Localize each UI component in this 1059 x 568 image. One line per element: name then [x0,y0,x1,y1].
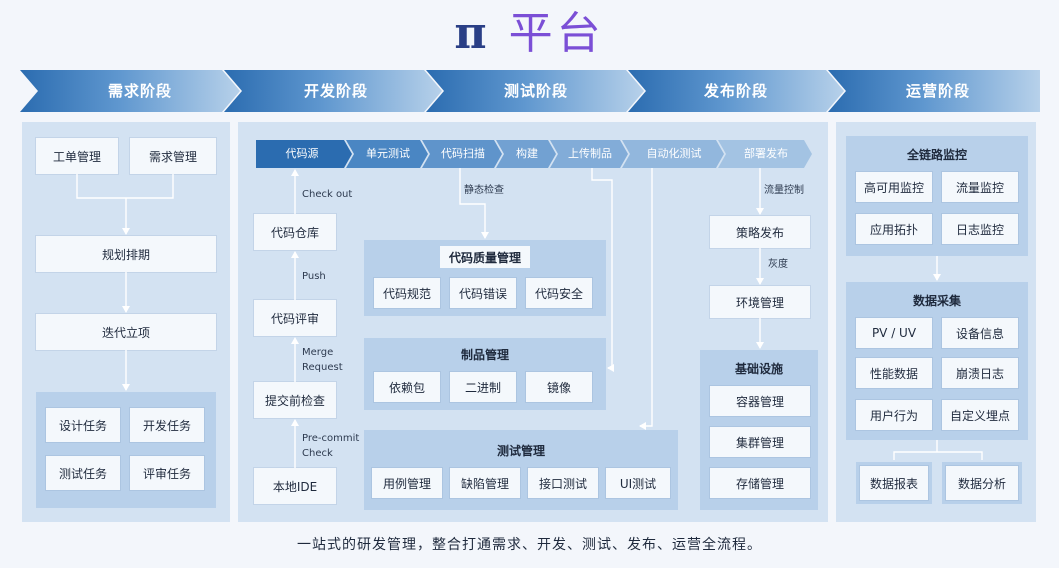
code-repo-box: 代码仓库 [254,214,336,250]
stage-chevron-testing [426,70,644,112]
pipeline-chevron-upload [550,140,628,168]
pipeline-deploy: 部署发布 [744,147,788,160]
code-quality-title: 代码质量管理 [440,246,530,268]
pipeline-unit-test: 单元测试 [366,147,410,160]
test-management-title: 测试管理 [496,444,545,458]
code-error-box: 代码错误 [450,278,516,308]
pipeline-build: 构建 [516,147,538,160]
checkout-label: Check out [302,189,353,200]
pipeline-chevron-scan [422,140,502,168]
user-behavior-box: 用户行为 [856,400,932,430]
stage-label-requirements: 需求阶段 [107,82,172,100]
environment-box: 环境管理 [710,286,810,318]
stage-label-development: 开发阶段 [303,82,368,100]
data-report-box: 数据报表 [860,466,928,500]
design-task-box: 设计任务 [46,408,120,442]
push-label: Push [302,271,326,282]
gray-release-label: 灰度 [768,259,788,270]
dependency-box: 依赖包 [374,372,440,402]
review-task-box: 评审任务 [130,456,204,490]
data-analysis-box: 数据分析 [946,466,1018,500]
device-info-box: 设备信息 [942,318,1018,348]
pipeline-code-scan: 代码扫描 [441,147,485,160]
work-order-box: 工单管理 [36,138,118,174]
title-pi: π [454,8,491,59]
pipeline-chevron-unit-test [346,140,428,168]
page-title: π 平台 [0,4,1059,64]
stage-label-testing: 测试阶段 [503,82,568,100]
defect-box: 缺陷管理 [450,468,520,498]
request-label: Request [302,362,343,373]
app-topology-box: 应用拓扑 [856,214,932,244]
stage-chevron-operations [828,70,1040,112]
precommit-box: 提交前检查 [254,382,336,418]
traffic-monitor-box: 流量监控 [942,172,1018,202]
traffic-control-label: 流量控制 [764,185,804,196]
api-test-box: 接口测试 [528,468,598,498]
precommit-check-label-1: Pre-commit [302,433,360,444]
stage-label-operations: 运营阶段 [905,82,970,100]
dev-task-box: 开发任务 [130,408,204,442]
local-ide-box: 本地IDE [254,468,336,504]
stage-banner [20,70,1040,112]
ha-monitor-box: 高可用监控 [856,172,932,202]
stage-chevron-requirements [20,70,240,112]
storage-box: 存储管理 [710,468,810,498]
stage-label-release: 发布阶段 [703,82,768,100]
image-box: 镜像 [526,372,592,402]
artifact-title: 制品管理 [460,348,509,362]
custom-tracking-box: 自定义埋点 [942,400,1018,430]
strategy-release-box: 策略发布 [710,216,810,248]
pipeline-chevron-deploy [718,140,812,168]
crash-log-box: 崩溃日志 [942,358,1018,388]
ui-test-box: UI测试 [606,468,670,498]
container-box: 容器管理 [710,386,810,416]
planning-box: 规划排期 [36,236,216,272]
iteration-box: 迭代立项 [36,314,216,350]
merge-label: Merge [302,347,334,358]
pipeline-chevron-autotest [622,140,724,168]
log-monitor-box: 日志监控 [942,214,1018,244]
stage-chevron-release [628,70,844,112]
data-collection-title: 数据采集 [912,294,961,308]
code-standard-box: 代码规范 [374,278,440,308]
precommit-check-label-2: Check [302,448,333,459]
performance-box: 性能数据 [856,358,932,388]
test-case-box: 用例管理 [372,468,442,498]
code-security-box: 代码安全 [526,278,592,308]
monitoring-title: 全链路监控 [906,148,967,162]
requirement-management-box: 需求管理 [130,138,216,174]
cluster-box: 集群管理 [710,427,810,457]
test-task-box: 测试任务 [46,456,120,490]
title-platform: 平台 [508,8,605,59]
pv-uv-box: PV / UV [856,318,932,348]
footer-caption: 一站式的研发管理，整合打通需求、开发、测试、发布、运营全流程。 [297,537,762,553]
static-check-label: 静态检查 [464,185,504,196]
pipeline-chevron-build [496,140,556,168]
pipeline-upload-artifact: 上传制品 [568,147,612,160]
binary-box: 二进制 [450,372,516,402]
pipeline-auto-test: 自动化测试 [646,147,702,160]
pipeline-chevron-source [256,140,352,168]
infrastructure-title: 基础设施 [734,362,783,376]
stage-chevron-development [224,70,442,112]
code-review-box: 代码评审 [254,300,336,336]
pipeline-source: 代码源 [285,147,319,160]
